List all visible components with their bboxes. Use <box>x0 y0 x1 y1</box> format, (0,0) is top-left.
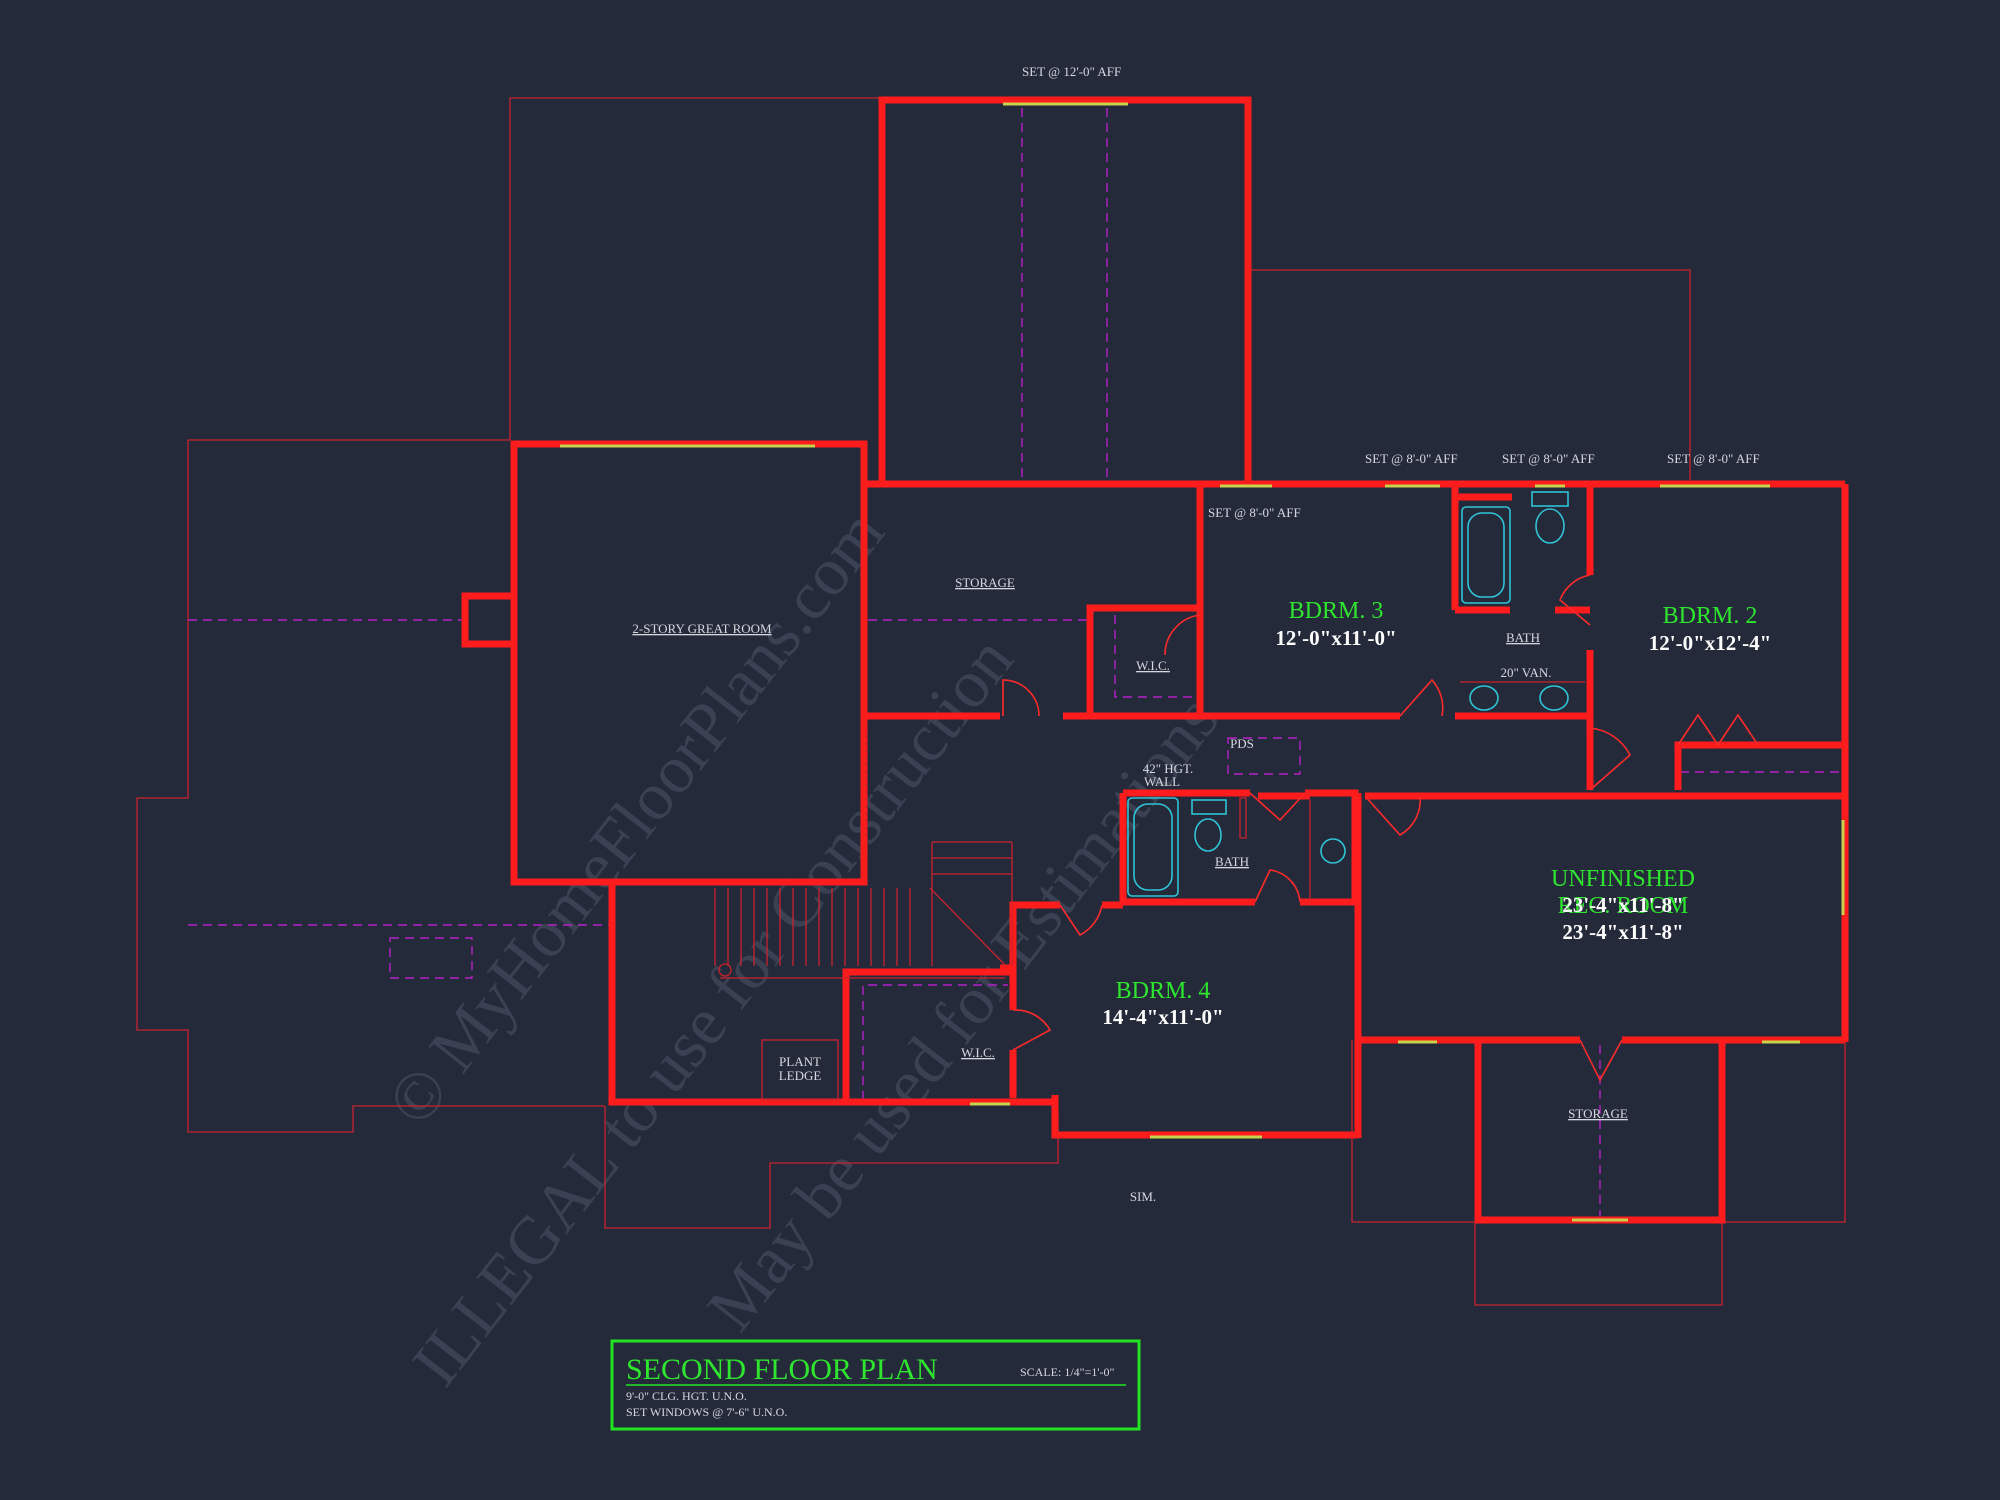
windows <box>560 102 1845 1222</box>
label-unfinished-size-overlap: 23'-4"x11'-8" <box>1562 893 1683 917</box>
label-wic-top: W.I.C. <box>1136 658 1170 673</box>
label-unfinished-2: REC. ROOM <box>1558 893 1689 919</box>
label-bdrm2-size: 12'-0"x12'-4" <box>1649 631 1771 655</box>
label-bdrm2-name: BDRM. 2 <box>1663 603 1758 629</box>
label-wic-lower: W.I.C. <box>961 1045 995 1060</box>
label-bdrm4-name: BDRM. 4 <box>1116 978 1211 1004</box>
label-unfinished-size: 23'-4"x11'-8" <box>1562 920 1683 944</box>
title-block-note-1: 9'-0" CLG. HGT. U.N.O. <box>626 1389 747 1403</box>
roof-outlines <box>136 97 1846 1306</box>
label-pds: PDS <box>1230 736 1254 751</box>
window-note-bath-top-2: SET @ 8'-0" AFF <box>1502 451 1595 466</box>
label-bath-upper: BATH <box>1506 630 1540 645</box>
label-unfinished-1: UNFINISHED <box>1551 866 1695 892</box>
label-bdrm4-size: 14'-4"x11'-0" <box>1102 1005 1223 1029</box>
label-great-room: 2-STORY GREAT ROOM <box>632 621 772 636</box>
window-note-bath-top: SET @ 8'-0" AFF <box>1365 451 1458 466</box>
label-hgt-wall-1: 42" HGT. <box>1143 761 1194 776</box>
title-block: SECOND FLOOR PLAN SCALE: 1/4"=1'-0" 9'-0… <box>610 1339 1141 1431</box>
label-hgt-wall-2: WALL <box>1144 774 1180 789</box>
title-block-scale: SCALE: 1/4"=1'-0" <box>1020 1365 1114 1379</box>
window-note-top: SET @ 12'-0" AFF <box>1022 64 1121 79</box>
title-block-title: SECOND FLOOR PLAN <box>626 1353 938 1386</box>
label-plant-ledge-2: LEDGE <box>779 1068 822 1083</box>
walls <box>461 96 1849 1224</box>
label-bdrm3-size: 12'-0"x11'-0" <box>1275 626 1396 650</box>
label-storage-top: STORAGE <box>955 575 1015 590</box>
title-block-note-2: SET WINDOWS @ 7'-6" U.N.O. <box>626 1405 787 1419</box>
label-bdrm3-name: BDRM. 3 <box>1289 598 1384 624</box>
hidden-lines <box>188 108 1840 1220</box>
window-note-bdrm2: SET @ 8'-0" AFF <box>1667 451 1760 466</box>
window-note-bdrm3: SET @ 8'-0" AFF <box>1208 505 1301 520</box>
label-storage-bottom: STORAGE <box>1568 1106 1628 1121</box>
watermark: © MyHomeFloorPlans.com ILLEGAL to use fo… <box>372 495 1233 1399</box>
label-vanity: 20" VAN. <box>1500 665 1551 680</box>
doors <box>1002 574 1759 1082</box>
label-sim: SIM. <box>1130 1189 1156 1204</box>
stairs <box>714 735 1013 979</box>
label-plant-ledge-1: PLANT <box>779 1054 821 1069</box>
plumbing-fixtures <box>761 491 1585 1101</box>
label-bath-lower: BATH <box>1215 854 1249 869</box>
